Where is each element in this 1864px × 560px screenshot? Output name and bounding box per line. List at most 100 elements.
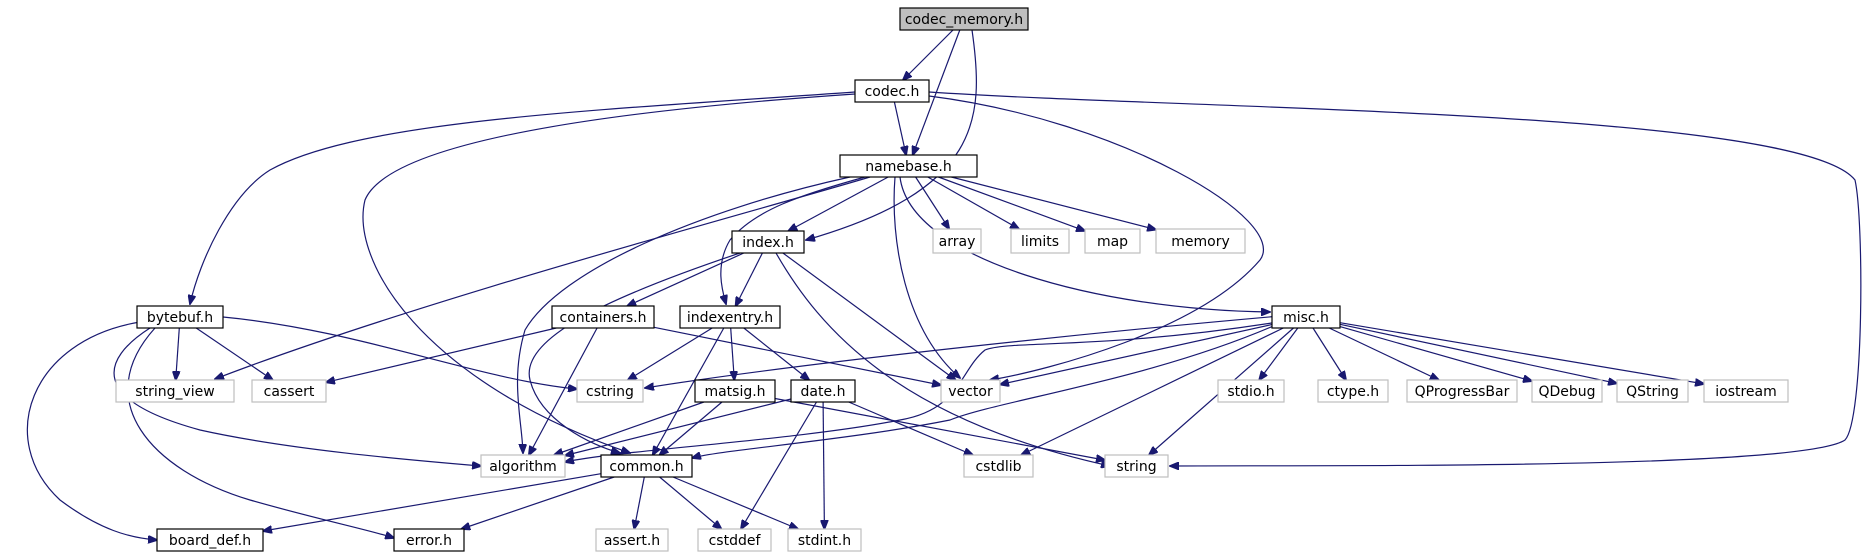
node-box [480,454,566,478]
node-box [963,454,1034,478]
node-label: cstring [586,384,634,400]
node-box [1104,454,1169,478]
edge-date-to-cstdlib [848,401,973,455]
node-cassert: cassert [251,379,327,403]
node-box [694,379,776,403]
node-map: map [1084,228,1141,254]
node-box [1531,379,1603,403]
node-matsig[interactable]: matsig.h [694,379,776,403]
node-label: algorithm [489,459,557,475]
node-common[interactable]: common.h [600,454,693,478]
node-ctype: ctype.h [1317,379,1389,403]
node-label: string [1116,459,1156,475]
node-label: bytebuf.h [147,310,213,326]
edge-bytebuf-to-algorithm [113,327,481,466]
node-namebase[interactable]: namebase.h [839,154,978,178]
node-label: containers.h [560,310,647,326]
node-cstring: cstring [576,379,644,403]
edge-indexentry-to-common [653,327,725,455]
node-qstring: QString [1616,379,1689,403]
node-error[interactable]: error.h [393,528,465,552]
node-cstddef: cstddef [697,528,772,552]
node-stdio: stdio.h [1217,379,1285,403]
node-label: board_def.h [169,533,251,549]
node-label: array [939,234,976,250]
node-box [697,528,772,552]
node-label: index.h [742,235,794,251]
node-board-def[interactable]: board_def.h [156,528,264,552]
node-misc[interactable]: misc.h [1271,305,1341,329]
node-box [136,305,224,329]
edge-namebase-to-vector [893,176,960,378]
node-qprogressbar: QProgressBar [1406,379,1518,403]
node-box [839,154,978,178]
edge-matsig-to-string [774,397,1105,461]
edge-misc-to-iostream [1339,322,1704,384]
node-label: ctype.h [1327,384,1379,400]
edge-index-to-common [528,252,741,453]
edge-bytebuf-to-cassert [195,327,273,380]
edge-indexentry-to-date [743,327,809,380]
edge-bytebuf-to-cstring [222,316,577,389]
node-label: iostream [1715,384,1777,400]
node-box [1406,379,1518,403]
edge-codec-to-vector [928,95,1264,380]
node-label: cstddef [709,533,762,549]
edge-bytebuf-to-error [127,327,394,538]
edge-index-to-indexentry [736,252,763,306]
node-box [932,228,982,254]
edge-index-to-containers [627,252,745,306]
node-codec-memory[interactable]: codec_memory.h [899,7,1029,31]
node-box [551,305,655,329]
node-label: QProgressBar [1415,384,1510,400]
edge-date-to-stdint [823,401,824,529]
node-box [899,7,1029,31]
edge-misc-to-vector [1000,323,1273,385]
node-box [854,79,930,103]
node-box [393,528,465,552]
node-assert: assert.h [595,528,669,552]
node-containers[interactable]: containers.h [551,305,655,329]
node-index[interactable]: index.h [731,230,805,254]
edge-misc-to-cstdlib [1021,327,1284,455]
node-label: common.h [609,459,683,475]
node-box [1155,228,1246,254]
edge-namebase-to-memory [951,176,1156,230]
nodes: codec_memory.h codec.h namebase.h index.h by… [115,7,1789,552]
node-label: assert.h [604,533,660,549]
edge-misc-to-qprogressbar [1328,327,1439,380]
edge-namebase-to-map [938,176,1085,231]
node-label: error.h [406,533,452,549]
node-label: namebase.h [865,159,951,175]
edge-codec-to-bytebuf [190,91,856,304]
edge-date-to-algorithm [565,398,792,456]
node-qdebug: QDebug [1531,379,1603,403]
edge-namebase-to-array [915,176,950,229]
node-box [1084,228,1141,254]
node-box [1317,379,1389,403]
node-string: string [1104,454,1169,478]
edge-codec_memory-to-index [806,29,978,240]
node-label: vector [948,384,993,400]
node-cstdlib: cstdlib [963,454,1034,478]
node-box [115,379,235,403]
edge-bytebuf-to-board_def [26,321,157,540]
node-iostream: iostream [1703,379,1789,403]
edge-matsig-to-common [660,401,723,455]
node-codec[interactable]: codec.h [854,79,930,103]
edge-common-to-error [461,476,615,529]
node-box [731,230,805,254]
node-indexentry[interactable]: indexentry.h [679,305,781,329]
edge-containers-to-vector [653,326,941,385]
edge-misc-to-ctype [1312,327,1346,380]
node-label: date.h [801,384,846,400]
node-bytebuf[interactable]: bytebuf.h [136,305,224,329]
node-label: string_view [135,384,214,400]
edge-misc-to-qstring [1339,323,1617,383]
node-label: stdint.h [798,533,851,549]
node-date[interactable]: date.h [790,379,856,403]
node-memory: memory [1155,228,1246,254]
node-label: memory [1171,234,1230,250]
node-label: stdio.h [1227,384,1274,400]
node-box [1271,305,1341,329]
